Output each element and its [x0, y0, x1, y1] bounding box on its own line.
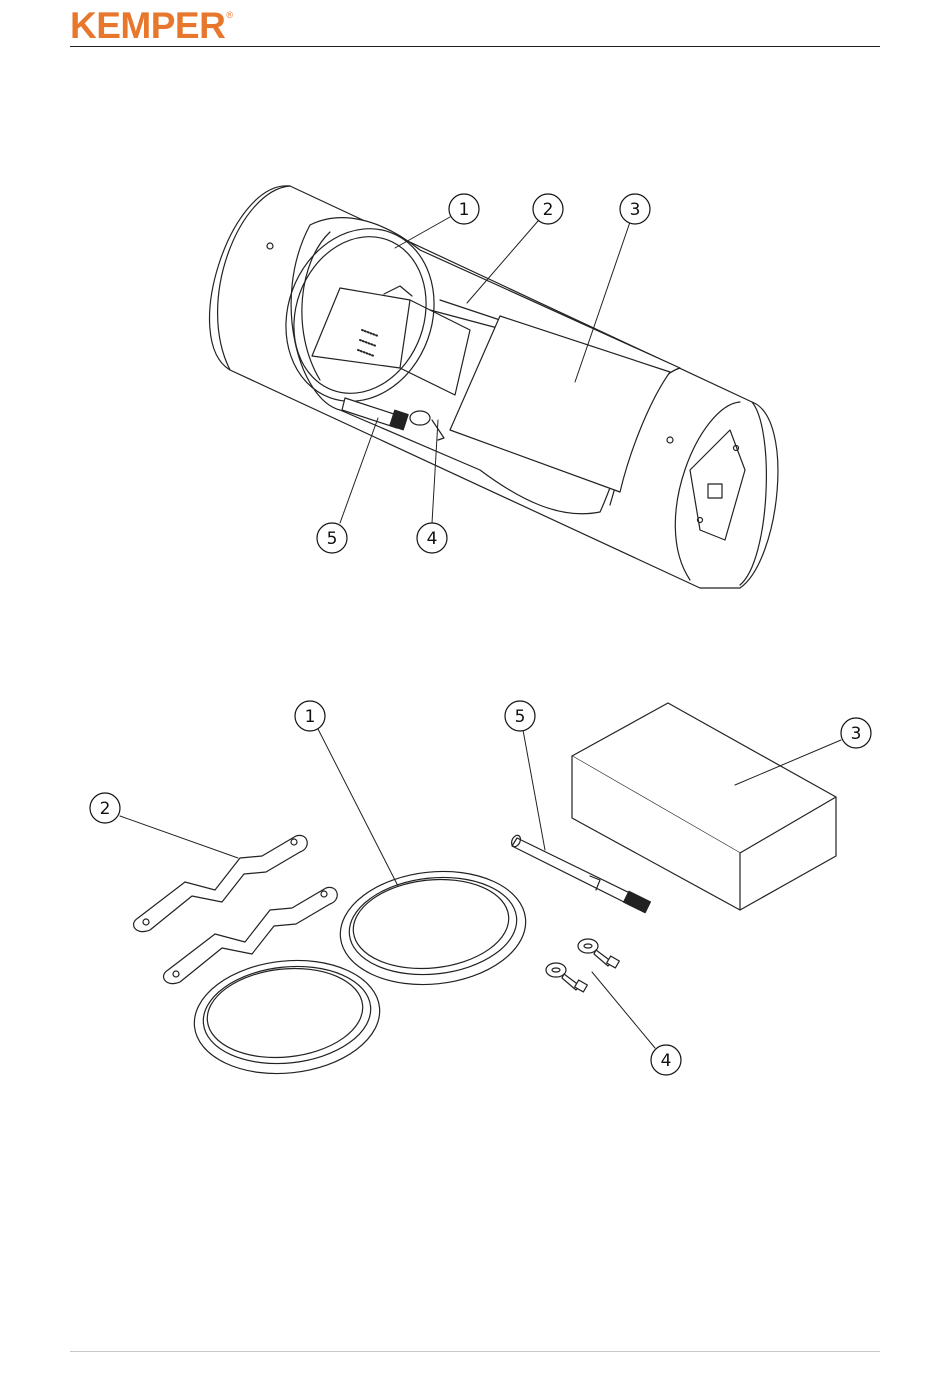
callout-4: 4: [417, 523, 447, 553]
callout-2: 2: [533, 194, 563, 224]
assembled-callouts: 1 2 3 5 4: [0, 170, 950, 610]
callout-label: 2: [100, 799, 111, 819]
registered-mark: ®: [226, 10, 232, 20]
callout-label: 3: [630, 200, 641, 220]
callout-4: 4: [651, 1045, 681, 1075]
brand-name: KEMPER: [70, 6, 225, 46]
kemper-logo: KEMPER ®: [70, 6, 232, 46]
callout-label: 3: [851, 724, 862, 744]
exploded-callouts: 1 5 3 2 4: [0, 690, 950, 1090]
callout-label: 4: [427, 529, 438, 549]
callout-5: 5: [317, 523, 347, 553]
callout-2: 2: [90, 793, 120, 823]
callout-1: 1: [449, 194, 479, 224]
callout-label: 4: [661, 1051, 672, 1071]
callout-label: 1: [305, 707, 316, 727]
callout-3: 3: [620, 194, 650, 224]
callout-label: 2: [543, 200, 554, 220]
callout-5: 5: [505, 701, 535, 731]
callout-label: 5: [327, 529, 338, 549]
callout-3: 3: [841, 718, 871, 748]
footer-divider: [70, 1351, 880, 1352]
callout-1: 1: [295, 701, 325, 731]
header-divider: [70, 46, 880, 47]
callout-label: 1: [459, 200, 470, 220]
callout-label: 5: [515, 707, 526, 727]
